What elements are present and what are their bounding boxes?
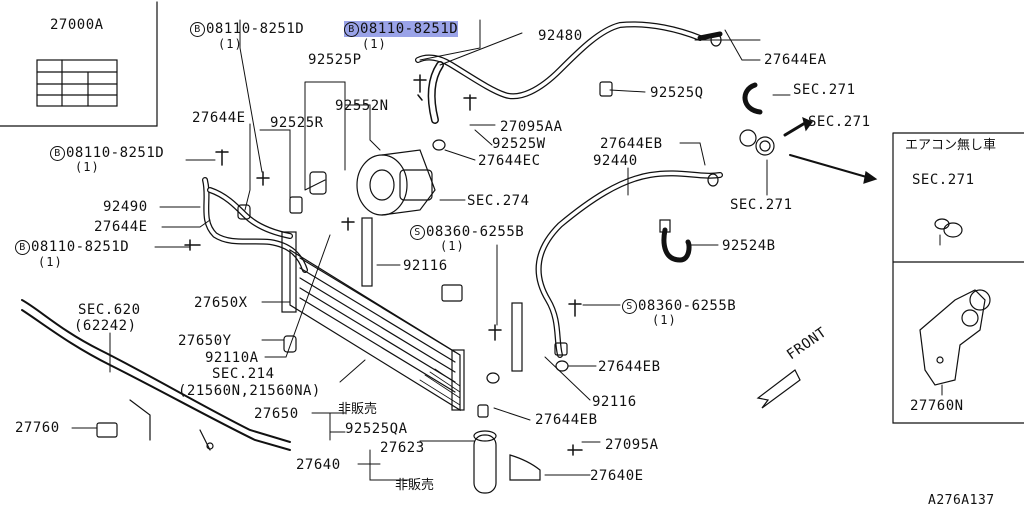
callout-21560N: (21560N,21560NA) [178, 383, 321, 399]
callout-92116-a[interactable]: 92116 [403, 258, 448, 274]
callout-92490[interactable]: 92490 [103, 199, 148, 215]
s-prefix-icon: S [410, 225, 425, 240]
callout-92525QA[interactable]: 92525QA [345, 421, 408, 437]
callout-92525R[interactable]: 92525R [270, 115, 324, 131]
callout-92524B[interactable]: 92524B [722, 238, 776, 254]
callout-27644E-a[interactable]: 27644E [192, 110, 246, 126]
callout-sec620[interactable]: SEC.620 [78, 302, 141, 318]
label-box-border [0, 1, 158, 127]
callout-27095A[interactable]: 27095A [605, 437, 659, 453]
callout-27760[interactable]: 27760 [15, 420, 60, 436]
qty-d: (1) [38, 255, 63, 269]
callout-92525W[interactable]: 92525W [492, 136, 546, 152]
inset-border [892, 132, 1024, 424]
callout-27650Y[interactable]: 27650Y [178, 333, 232, 349]
qty-c: (1) [75, 160, 100, 174]
qty-f: (1) [652, 313, 677, 327]
not-for-sale-b: 非販売 [395, 478, 435, 493]
s-prefix-icon: S [622, 299, 637, 314]
callout-27644EB-c[interactable]: 27644EB [535, 412, 598, 428]
diagram-id: A276A137 [928, 493, 995, 508]
caution-label-icon [36, 59, 118, 107]
callout-sec271-a[interactable]: SEC.271 [793, 82, 856, 98]
callout-27623[interactable]: 27623 [380, 440, 425, 456]
b-prefix-icon: B [15, 240, 30, 255]
core-support [21, 299, 291, 443]
callout-sec274[interactable]: SEC.274 [467, 193, 530, 209]
b-prefix-icon: B [344, 22, 359, 37]
callout-sec271-c[interactable]: SEC.271 [730, 197, 793, 213]
callout-92480[interactable]: 92480 [538, 28, 583, 44]
callout-sec214[interactable]: SEC.214 [212, 366, 275, 382]
condenser-tank-left [281, 231, 297, 313]
hose-92524B [661, 227, 692, 263]
callout-62242: (62242) [74, 318, 137, 334]
inset-27760N[interactable]: 27760N [910, 398, 964, 414]
receiver-drier [473, 434, 497, 494]
callout-27644EA[interactable]: 27644EA [764, 52, 827, 68]
callout-92525P[interactable]: 92525P [308, 52, 362, 68]
callout-27644E-b[interactable]: 27644E [94, 219, 148, 235]
qty-e: (1) [440, 239, 465, 253]
seal-92116-left [361, 217, 373, 287]
callout-27644EB-a[interactable]: 27644EB [600, 136, 663, 152]
callout-27644EC[interactable]: 27644EC [478, 153, 541, 169]
callout-92552N[interactable]: 92552N [335, 98, 389, 114]
condenser-tank-right [451, 349, 465, 411]
pipe-92440 [535, 170, 723, 358]
not-for-sale-a: 非販売 [338, 402, 378, 417]
callout-27000A[interactable]: 27000A [50, 17, 104, 33]
b-prefix-icon: B [190, 22, 205, 37]
b-prefix-icon: B [50, 146, 65, 161]
callout-27640E[interactable]: 27640E [590, 468, 644, 484]
inset-sec271[interactable]: SEC.271 [912, 172, 975, 188]
pad-27760 [96, 422, 118, 438]
callout-92116-b[interactable]: 92116 [592, 394, 637, 410]
callout-27650[interactable]: 27650 [254, 406, 299, 422]
seal-92116-right [511, 302, 523, 372]
inset-title: エアコン無し車 [905, 138, 997, 153]
front-arrow [756, 369, 801, 409]
callout-27650X[interactable]: 27650X [194, 295, 248, 311]
qty-b: (1) [362, 37, 387, 51]
callout-sec271-b[interactable]: SEC.271 [808, 114, 871, 130]
callout-92525Q[interactable]: 92525Q [650, 85, 704, 101]
callout-92440[interactable]: 92440 [593, 153, 638, 169]
bracket-27760N [919, 289, 986, 386]
callout-27095AA[interactable]: 27095AA [500, 119, 563, 135]
callout-27644EB-b[interactable]: 27644EB [598, 359, 661, 375]
callout-92110A[interactable]: 92110A [205, 350, 259, 366]
qty-a: (1) [218, 37, 243, 51]
bracket-27640E [509, 454, 541, 481]
callout-27640[interactable]: 27640 [296, 457, 341, 473]
